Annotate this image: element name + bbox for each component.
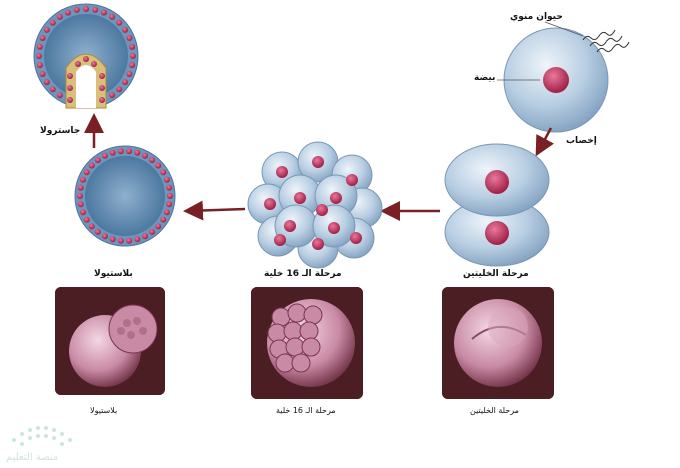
watermark-dots-icon (12, 426, 72, 446)
cell-nucleus (83, 6, 89, 12)
cell-nucleus (36, 53, 42, 59)
cell-nucleus (142, 233, 149, 240)
two-cell-embryo-image (442, 287, 554, 399)
cell-nucleus (122, 26, 129, 33)
cell-nucleus (56, 13, 63, 20)
cell-nucleus (163, 176, 170, 183)
photo-blastula-caption: بلاستيولا (90, 406, 118, 415)
arrow-to-blastula (183, 200, 246, 221)
cell-nucleus (134, 236, 141, 243)
cell-nucleus (166, 201, 173, 208)
cell-nucleus (36, 62, 43, 69)
cell-nucleus (116, 86, 123, 93)
cell-nucleus (129, 43, 136, 50)
cell-nucleus (126, 35, 133, 42)
egg-cell (503, 27, 609, 133)
cell-nucleus (80, 176, 87, 183)
watermark-text: منصة التعليم (6, 452, 59, 463)
sixteen-cell-stage (247, 141, 383, 269)
cell-nucleus (130, 53, 136, 59)
two-cell-label: مرحلة الخليتين (463, 269, 529, 279)
photo-two-cell-caption: مرحلة الخليتين (470, 406, 519, 415)
cell-nucleus (155, 162, 162, 169)
cell-nucleus (100, 9, 107, 16)
photo-two-cell (442, 287, 554, 399)
cell-nucleus (163, 209, 170, 216)
cell-nucleus (36, 43, 43, 50)
two-cell-stage (444, 143, 550, 267)
cell-nucleus (56, 92, 63, 99)
cell-nucleus (39, 35, 46, 42)
cell-nucleus (149, 228, 156, 235)
cell-nucleus (94, 228, 101, 235)
photo-blastula (55, 287, 165, 395)
cell-nucleus (166, 184, 173, 191)
sixteen-cell-label: مرحلة الـ 16 خلية (264, 269, 342, 279)
cell-nucleus (117, 237, 124, 244)
cell-nucleus (109, 236, 116, 243)
cell-nucleus (77, 184, 84, 191)
sixteen-cell-embryo-image (251, 287, 363, 399)
cell-nucleus (83, 169, 90, 176)
cell-nucleus (167, 193, 173, 199)
cell-nucleus (122, 79, 129, 86)
cell-nucleus (160, 216, 167, 223)
cell-nucleus (116, 19, 123, 26)
blastula-stage (74, 145, 176, 247)
sperm-tails (582, 29, 630, 53)
cell-nucleus (88, 162, 95, 169)
cell-nucleus (92, 6, 99, 13)
cell-nucleus (149, 157, 156, 164)
cell-nucleus (80, 209, 87, 216)
blastula-embryo-image (55, 287, 165, 395)
sperm-label: حيوان منوي (510, 12, 563, 22)
cell-nucleus (77, 201, 84, 208)
cell-nucleus (109, 13, 116, 20)
cell-nucleus (117, 148, 124, 155)
cell-nucleus (109, 92, 116, 99)
cell-nucleus (101, 233, 108, 240)
egg-label: بيضة (474, 73, 496, 83)
cell-nucleus (49, 86, 56, 93)
cell-nucleus (142, 152, 149, 159)
cell-nucleus (160, 169, 167, 176)
cell-nucleus (134, 149, 141, 156)
blastula-label: بلاستيولا (94, 269, 133, 279)
sperm-leader-line (544, 21, 584, 37)
gastrula-label: جاسترولا (40, 126, 81, 136)
cell-nucleus (126, 148, 133, 155)
cell-nucleus (88, 223, 95, 230)
photo-sixteen-cell (251, 287, 363, 399)
watermark-logo (6, 418, 106, 468)
cell-nucleus (109, 149, 116, 156)
cell-nucleus (155, 223, 162, 230)
photo-sixteen-cell-caption: مرحلة الـ 16 خلية (276, 406, 336, 415)
gastrula-stage (33, 3, 139, 109)
cell-nucleus (83, 216, 90, 223)
cell-nucleus (126, 237, 133, 244)
cell-nucleus (43, 26, 50, 33)
cell-nucleus (129, 62, 136, 69)
cell-nucleus (65, 9, 72, 16)
cell-nucleus (49, 19, 56, 26)
cell-nucleus (126, 70, 133, 77)
cell-nucleus (39, 70, 46, 77)
fertilization-arrow (535, 127, 554, 157)
fertilization-label: إخصاب (566, 136, 597, 146)
cell-nucleus (73, 6, 80, 13)
cell-nucleus (94, 157, 101, 164)
cell-nucleus (43, 79, 50, 86)
cell-nucleus (77, 193, 83, 199)
cell-nucleus (101, 152, 108, 159)
